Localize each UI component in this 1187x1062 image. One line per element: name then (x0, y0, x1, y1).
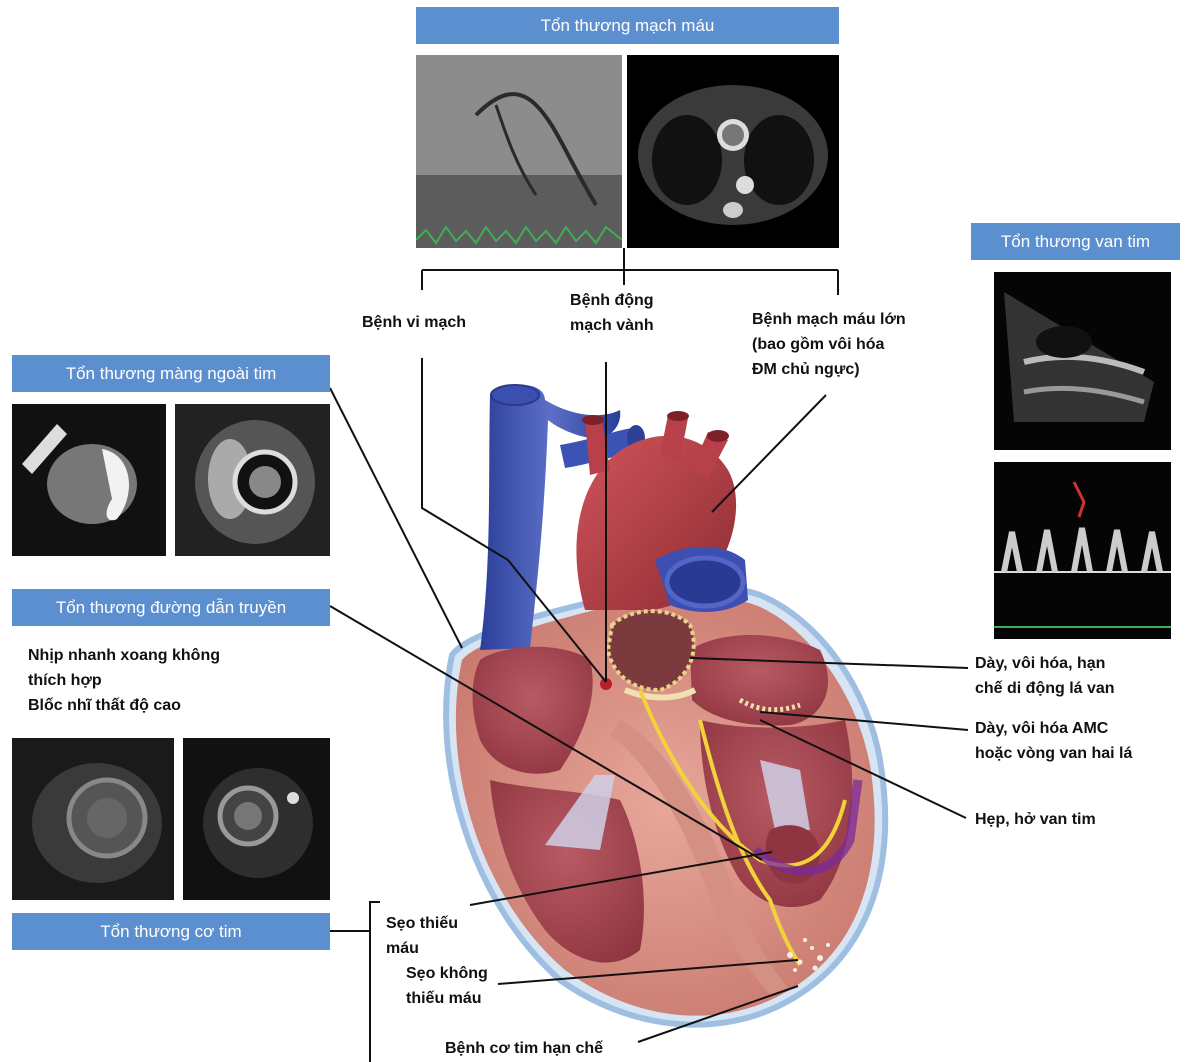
pericardium-mri-image (175, 404, 330, 556)
label-amc-line-2: hoặc vòng van hai lá (975, 741, 1132, 766)
myocardium-mri-image-1 (12, 738, 174, 900)
myocardium-mri-image-2 (183, 738, 330, 900)
chest-ct-image (627, 55, 839, 248)
doppler-image (994, 462, 1171, 639)
pericardium-ct-image (12, 404, 166, 556)
label-non-ischemic-scar-line-2: thiếu máu (406, 986, 488, 1011)
label-ischemic-scar-line-2: máu (386, 936, 458, 961)
label-large-vessel-line-3: ĐM chủ ngực) (752, 357, 906, 382)
svc-opening (491, 385, 539, 405)
header-conduction: Tổn thương đường dẫn truyền (12, 589, 330, 626)
conduction-text-line-3: Blốc nhĩ thất độ cao (28, 693, 220, 718)
conduction-text-line-2: thích hợp (28, 668, 220, 693)
label-non-ischemic-scar: Sẹo không thiếu máu (406, 961, 488, 1011)
label-large-vessel-line-1: Bệnh mạch máu lớn (752, 307, 906, 332)
label-non-ischemic-scar-line-1: Sẹo không (406, 961, 488, 986)
label-leaflet-line-1: Dày, vôi hóa, hạn (975, 651, 1115, 676)
right-ventricle (490, 780, 644, 963)
header-vascular: Tổn thương mạch máu (416, 7, 839, 44)
label-restrictive: Bệnh cơ tim hạn chế (445, 1036, 603, 1061)
header-myocardium: Tổn thương cơ tim (12, 913, 330, 950)
echo-2d-image (994, 272, 1171, 450)
label-amc: Dày, vôi hóa AMC hoặc vòng van hai lá (975, 716, 1132, 766)
label-leaflet-line-2: chế di động lá van (975, 676, 1115, 701)
pulmonary-artery-opening (667, 558, 743, 606)
label-ischemic-scar: Sẹo thiếu máu (386, 911, 458, 961)
label-stenosis: Hẹp, hở van tim (975, 807, 1096, 832)
label-leaflet: Dày, vôi hóa, hạn chế di động lá van (975, 651, 1115, 701)
label-amc-line-1: Dày, vôi hóa AMC (975, 716, 1132, 741)
conduction-text-line-1: Nhịp nhanh xoang không (28, 643, 220, 668)
label-coronary: Bệnh động mạch vành (570, 288, 654, 338)
header-valve: Tổn thương van tim (971, 223, 1180, 260)
label-microvascular: Bệnh vi mạch (362, 310, 466, 335)
label-coronary-line-2: mạch vành (570, 313, 654, 338)
label-ischemic-scar-line-1: Sẹo thiếu (386, 911, 458, 936)
label-large-vessel: Bệnh mạch máu lớn (bao gồm vôi hóa ĐM ch… (752, 307, 906, 382)
header-pericardium: Tổn thương màng ngoài tim (12, 355, 330, 392)
label-coronary-line-1: Bệnh động (570, 288, 654, 313)
label-large-vessel-line-2: (bao gồm vôi hóa (752, 332, 906, 357)
conduction-text: Nhịp nhanh xoang không thích hợp Blốc nh… (28, 643, 220, 718)
left-atrium (690, 635, 828, 726)
coronary-angiogram-image (416, 55, 622, 248)
